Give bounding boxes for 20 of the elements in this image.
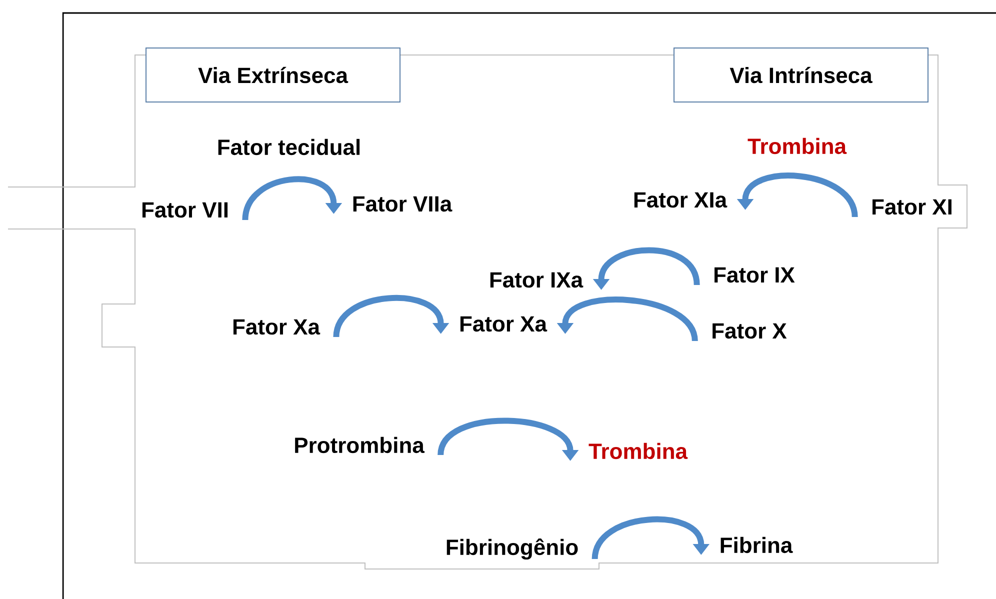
term-label: Fator VIIa: [353, 196, 452, 212]
curved-arrow: [592, 516, 710, 560]
edge-label: Trombina: [746, 136, 848, 156]
term-label: Fator IX: [714, 267, 795, 283]
term-label: Fator X: [712, 323, 787, 339]
edge-label: Fator tecidual: [214, 136, 364, 158]
term-label: Trombina: [588, 442, 688, 460]
term-label: Fator VII: [142, 202, 228, 218]
header-box: Via Extrínseca: [146, 48, 400, 102]
term-label: Fator XI: [872, 199, 952, 215]
term-label: Fator Xa: [233, 319, 320, 335]
term-label: Fator Xa: [460, 316, 548, 332]
term-label: Fator IXa: [490, 272, 584, 288]
term-label: Fibrinogênio: [446, 538, 578, 560]
curved-arrow: [333, 295, 450, 338]
header-box: Via Intrínseca: [674, 48, 928, 102]
term-label: Fator XIa: [634, 192, 728, 208]
term-label: Protrombina: [295, 436, 425, 454]
curved-arrow: [242, 176, 342, 220]
term-label: Fibrina: [720, 536, 793, 554]
